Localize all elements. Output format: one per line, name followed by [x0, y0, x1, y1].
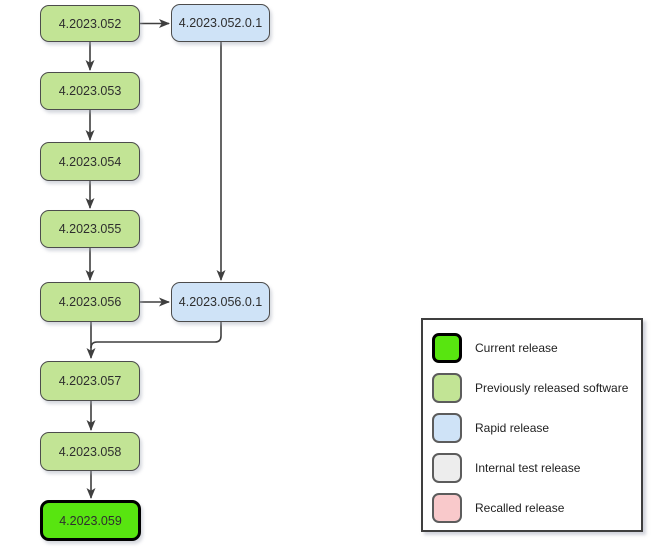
legend-item-previously-released: Previously released software — [432, 368, 641, 408]
legend-label: Recalled release — [475, 501, 565, 515]
internal-test-release-swatch — [432, 453, 462, 483]
node-4-2023-058: 4.2023.058 — [40, 432, 140, 471]
node-4-2023-055: 4.2023.055 — [40, 210, 140, 248]
edge-056-0-1-to-057 — [90, 322, 222, 349]
legend-label: Previously released software — [475, 381, 629, 395]
node-4-2023-056-0-1: 4.2023.056.0.1 — [171, 282, 270, 322]
legend-label: Rapid release — [475, 421, 550, 435]
legend-item-current-release: Current release — [432, 328, 641, 368]
node-4-2023-056: 4.2023.056 — [40, 282, 140, 322]
rapid-release-swatch — [432, 413, 462, 443]
node-4-2023-059: 4.2023.059 — [40, 500, 141, 541]
legend-label: Internal test release — [475, 461, 581, 475]
current-release-swatch — [432, 333, 462, 363]
legend: Current release Previously released soft… — [421, 318, 643, 532]
legend-label: Current release — [475, 341, 558, 355]
node-4-2023-054: 4.2023.054 — [40, 142, 140, 181]
node-4-2023-057: 4.2023.057 — [40, 361, 140, 401]
legend-item-recalled-release: Recalled release — [432, 488, 641, 528]
recalled-release-swatch — [432, 493, 462, 523]
node-4-2023-053: 4.2023.053 — [40, 72, 140, 110]
node-4-2023-052-0-1: 4.2023.052.0.1 — [171, 4, 270, 42]
previously-released-swatch — [432, 373, 462, 403]
legend-item-internal-test-release: Internal test release — [432, 448, 641, 488]
node-4-2023-052: 4.2023.052 — [40, 5, 140, 42]
legend-item-rapid-release: Rapid release — [432, 408, 641, 448]
